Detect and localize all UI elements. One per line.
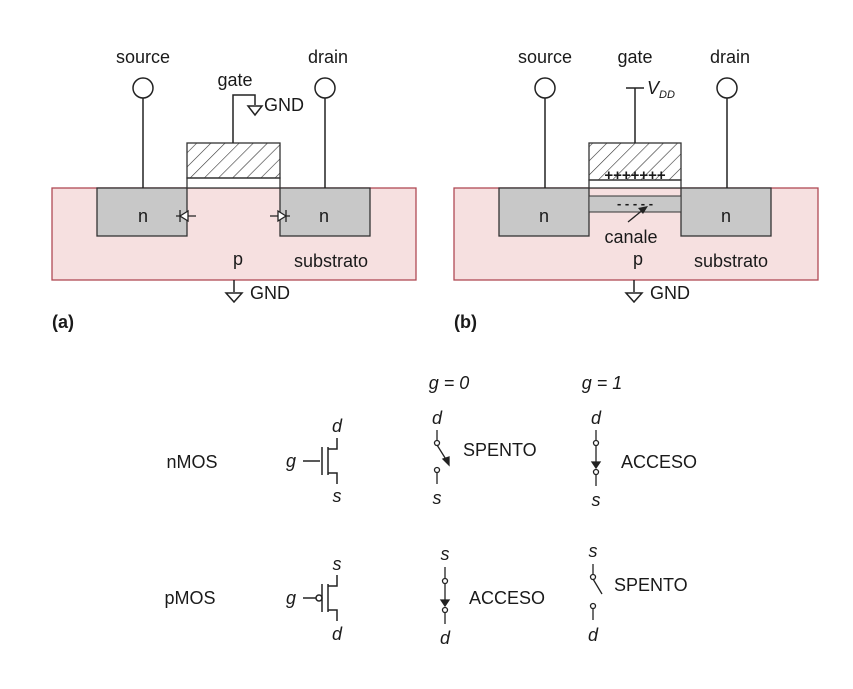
nmos-symbol-icon xyxy=(303,438,338,484)
gate-gnd-label-a: GND xyxy=(264,95,304,115)
gate-oxide-a xyxy=(186,177,281,189)
source-terminal-a xyxy=(132,77,154,99)
drain-terminal-b xyxy=(716,77,738,99)
switch-table: g = 0 g = 1 nMOS g d s d s SPENTO xyxy=(164,373,697,648)
nmos-sym-top: d xyxy=(332,416,343,436)
drain-terminal-a xyxy=(314,77,336,99)
channel-charges: - - - - - xyxy=(617,196,653,211)
source-terminal-b xyxy=(534,77,556,99)
substrate-label-b: substrato xyxy=(694,251,768,271)
nmos-g0-bottom: s xyxy=(433,488,442,508)
n-right-label-a: n xyxy=(319,206,329,226)
header-g1: g = 1 xyxy=(582,373,623,393)
gnd-label-a: GND xyxy=(250,283,290,303)
nmos-g0-state: SPENTO xyxy=(463,440,537,460)
nmos-sym-bottom: s xyxy=(333,486,342,506)
drain-label-b: drain xyxy=(710,47,750,67)
switch-open-icon xyxy=(433,430,450,484)
n-left-label-a: n xyxy=(138,206,148,226)
ground-icon xyxy=(624,292,644,304)
pmos-sym-top: s xyxy=(333,554,342,574)
p-label-b: p xyxy=(633,249,643,269)
p-label-a: p xyxy=(233,249,243,269)
switch-closed-icon xyxy=(439,567,451,624)
pmos-g1-bottom: d xyxy=(588,625,599,645)
gate-label-b: gate xyxy=(617,47,652,67)
channel-label: canale xyxy=(604,227,657,247)
nmos-g1-top: d xyxy=(591,408,602,428)
gate-label-a: gate xyxy=(217,70,252,90)
ground-icon xyxy=(246,105,264,117)
gnd-label-b: GND xyxy=(650,283,690,303)
nmos-g1-state: ACCESO xyxy=(621,452,697,472)
source-label-a: source xyxy=(116,47,170,67)
n-left-label-b: n xyxy=(539,206,549,226)
switch-open-icon xyxy=(589,564,603,620)
nmos-g0-top: d xyxy=(432,408,443,428)
diagram-a: source drain gate GND n n p substrato GN… xyxy=(51,47,417,332)
pmos-sym-g: g xyxy=(286,588,296,608)
n-region-right-b xyxy=(680,187,772,237)
row-name-nmos: nMOS xyxy=(166,452,217,472)
caption-b: (b) xyxy=(454,312,477,332)
pmos-symbol-icon xyxy=(303,575,338,621)
substrate-label-a: substrato xyxy=(294,251,368,271)
pmos-g0-bottom: d xyxy=(440,628,451,648)
channel-region xyxy=(588,195,682,213)
header-g0: g = 0 xyxy=(429,373,470,393)
caption-a: (a) xyxy=(52,312,74,332)
source-label-b: source xyxy=(518,47,572,67)
vdd-label: VDD xyxy=(647,78,675,101)
gate-charges: +++++++ xyxy=(604,167,666,184)
nmos-sym-g: g xyxy=(286,451,296,471)
pmos-g1-top: s xyxy=(589,541,598,561)
pmos-g1-state: SPENTO xyxy=(614,575,688,595)
switch-closed-icon xyxy=(590,430,602,486)
n-region-left-b xyxy=(498,187,590,237)
diode-icon xyxy=(270,209,290,223)
diagram-b: source gate drain VDD +++++++ - - - - - … xyxy=(453,47,819,332)
ground-icon xyxy=(224,292,244,304)
row-name-pmos: pMOS xyxy=(164,588,215,608)
pmos-sym-bottom: d xyxy=(332,624,343,644)
gate-electrode-a xyxy=(186,142,281,179)
pmos-g0-state: ACCESO xyxy=(469,588,545,608)
n-region-left-a xyxy=(96,187,188,237)
diode-icon xyxy=(176,209,196,223)
n-right-label-b: n xyxy=(721,206,731,226)
nmos-g1-bottom: s xyxy=(592,490,601,510)
pmos-g0-top: s xyxy=(441,544,450,564)
drain-label-a: drain xyxy=(308,47,348,67)
